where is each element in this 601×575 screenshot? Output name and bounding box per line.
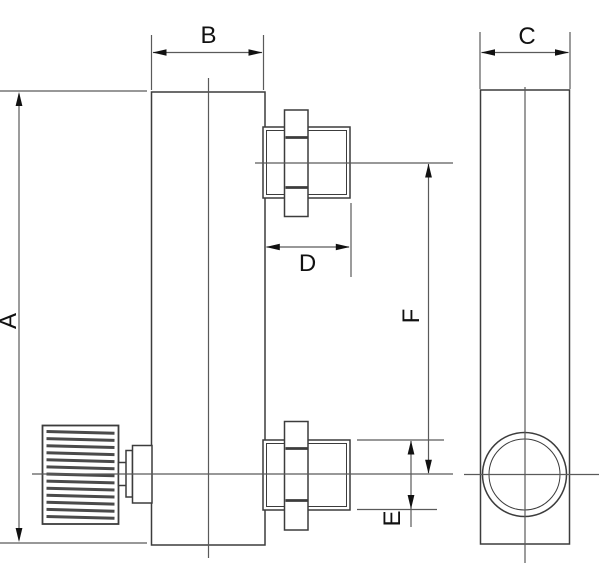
dim-a: A — [0, 90, 147, 544]
knurl-ridge — [46, 486, 115, 492]
knurl-ridge — [46, 515, 115, 520]
knurl-ridge — [46, 500, 115, 506]
dim-e: E — [357, 439, 444, 527]
bottom-hex-nut — [283, 420, 309, 531]
knurl-ridge — [46, 444, 115, 449]
dim-b-arrow-right — [248, 49, 263, 56]
dim-e-arrow-up — [407, 440, 415, 455]
dim-d: D — [265, 203, 352, 277]
dim-d-arrow-right — [335, 243, 350, 251]
knurl-ridge — [46, 493, 115, 499]
knurl-ridge — [46, 451, 115, 457]
dim-label-f: F — [398, 309, 425, 324]
dim-label-c: C — [518, 23, 535, 50]
dim-a-arrow-down — [15, 528, 23, 542]
control-knob — [41, 424, 153, 525]
dim-label-d: D — [299, 250, 316, 277]
dim-c-arrow-right — [555, 49, 569, 56]
knob-knurling — [46, 430, 115, 520]
dim-label-e: E — [379, 510, 406, 526]
dim-a-arrow-up — [15, 92, 23, 106]
dim-label-a: A — [0, 313, 22, 329]
bottom-fitting — [32, 420, 453, 531]
dim-c-arrow-left — [481, 49, 495, 56]
dim-b-arrow-left — [152, 49, 167, 56]
dim-c: C — [479, 23, 571, 89]
knurl-ridge — [46, 437, 115, 442]
dim-f-arrow-up — [425, 163, 432, 178]
knurl-ridge — [46, 458, 115, 464]
front-view — [150, 78, 266, 558]
dim-f: F — [398, 163, 432, 474]
dim-f-arrow-down — [425, 459, 432, 474]
knurl-ridge — [46, 430, 115, 435]
knurl-ridge — [46, 479, 115, 485]
dim-b: B — [150, 22, 265, 90]
dim-e-arrow-down — [407, 495, 415, 509]
top-fitting — [255, 109, 453, 218]
knurl-ridge — [46, 465, 115, 471]
dim-label-b: B — [200, 22, 216, 49]
side-view — [464, 87, 599, 563]
knurl-ridge — [46, 507, 115, 513]
dim-d-arrow-left — [265, 243, 280, 251]
